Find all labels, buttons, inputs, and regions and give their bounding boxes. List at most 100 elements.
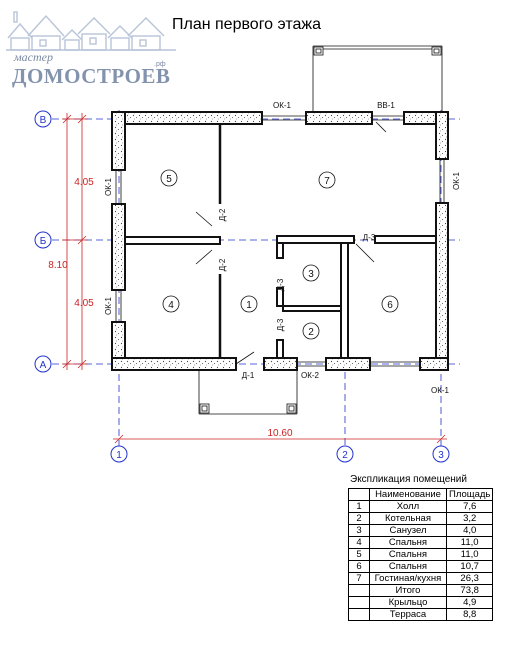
table-cell: Терраса xyxy=(369,608,447,621)
explication-header-cell: Площадь xyxy=(445,488,494,501)
logo-top-text: мастер xyxy=(14,50,53,64)
label-d1: Д-1 xyxy=(242,371,255,380)
axis-label-v: В xyxy=(40,115,47,126)
porch xyxy=(198,369,298,415)
room-marker-7 xyxy=(318,171,336,189)
windows xyxy=(115,115,445,367)
dim-total-width: 10.60 xyxy=(267,428,292,439)
table-cell: 11,0 xyxy=(445,548,494,561)
terrace xyxy=(312,45,443,113)
room-number-4: 4 xyxy=(168,300,174,311)
dim-segment-top: 4.05 xyxy=(74,177,94,188)
label-ok1-bottom: ОК-1 xyxy=(431,386,450,395)
wall-top-left xyxy=(111,111,263,125)
explication-header-cell xyxy=(348,488,370,501)
label-vv1: ВВ-1 xyxy=(377,101,395,110)
table-cell: 2 xyxy=(348,512,370,525)
table-cell: 7,6 xyxy=(445,500,494,513)
table-cell: 8,8 xyxy=(445,608,494,621)
label-d2-b: Д-2 xyxy=(218,258,227,271)
wall-top-middle xyxy=(305,111,373,125)
dim-segment-bottom: 4.05 xyxy=(74,298,94,309)
wall-bath-boiler xyxy=(282,305,342,312)
wall-left-of-6 xyxy=(340,242,349,359)
table-cell: 26,3 xyxy=(445,572,494,585)
axis-label-3: 3 xyxy=(438,450,444,461)
room-marker-2 xyxy=(302,322,320,340)
axis-label-1: 1 xyxy=(116,450,122,461)
table-cell: 11,0 xyxy=(445,536,494,549)
house-skyline-icon xyxy=(6,11,176,51)
table-cell: 1 xyxy=(348,500,370,513)
table-cell: 7 xyxy=(348,572,370,585)
table-cell-empty xyxy=(348,608,370,621)
label-d2-a: Д-2 xyxy=(218,208,227,221)
axis-marker-a: А xyxy=(34,355,52,373)
interior-walls xyxy=(124,235,437,359)
axis-label-a: А xyxy=(40,360,47,371)
label-ok1-top: ОК-1 xyxy=(273,101,292,110)
wall-bath-left-mid xyxy=(276,287,284,307)
table-cell: 4,9 xyxy=(445,596,494,609)
room-number-1: 1 xyxy=(246,300,252,311)
explication-header-cell: Наименование xyxy=(369,488,447,501)
table-cell-empty xyxy=(348,584,370,597)
wall-right-bottom xyxy=(435,202,449,371)
table-cell: 73,8 xyxy=(445,584,494,597)
wall-bath-left-bottom xyxy=(276,339,284,359)
axis-marker-1: 1 xyxy=(110,445,128,463)
room-marker-5 xyxy=(160,169,178,187)
label-d3-a: Д-3 xyxy=(276,278,285,291)
label-ok1-right: ОК-1 xyxy=(452,171,461,190)
table-cell: 10,7 xyxy=(445,560,494,573)
table-cell: 3,2 xyxy=(445,512,494,525)
room-number-5: 5 xyxy=(166,174,172,185)
wall-bottom-middle xyxy=(325,357,371,371)
room-marker-1 xyxy=(240,295,258,313)
room-number-6: 6 xyxy=(387,300,393,311)
label-d3-c: Д-3 xyxy=(363,233,376,242)
label-ok1-left-top: ОК-1 xyxy=(104,177,113,196)
axis-label-2: 2 xyxy=(342,450,348,461)
dimension-lines xyxy=(62,113,447,444)
table-cell: 4 xyxy=(348,536,370,549)
wall-bath-left-top xyxy=(276,242,284,259)
dim-total-depth: 8.10 xyxy=(48,260,68,271)
table-cell: Итого xyxy=(369,584,447,597)
room-marker-4 xyxy=(162,295,180,313)
table-cell: Холл xyxy=(369,500,447,513)
table-cell: Спальня xyxy=(369,548,447,561)
plan-title: План первого этажа xyxy=(172,16,321,33)
door-swings xyxy=(195,121,387,365)
table-cell: Гостиная/кухня xyxy=(369,572,447,585)
table-cell: Санузел xyxy=(369,524,447,537)
room-number-7: 7 xyxy=(324,176,330,187)
table-cell-empty xyxy=(348,596,370,609)
wall-bottom-right xyxy=(419,357,449,371)
table-cell: 5 xyxy=(348,548,370,561)
wall-bottom-left xyxy=(111,357,237,371)
room-marker-6 xyxy=(381,295,399,313)
wall-bottom-porch xyxy=(263,357,298,371)
explication-title: Экспликация помещений xyxy=(350,474,467,485)
label-ok1-left-bottom: ОК-1 xyxy=(104,296,113,315)
table-cell: Котельная xyxy=(369,512,447,525)
logo-main-text: ДОМОСТРОЕВ xyxy=(12,64,171,88)
logo-suffix: .рф xyxy=(154,61,166,68)
room-marker-3 xyxy=(302,264,320,282)
table-cell: 3 xyxy=(348,524,370,537)
logo: мастер ДОМОСТРОЕВ .рф xyxy=(6,8,176,88)
axis-markers: В Б А 1 2 3 xyxy=(34,110,450,463)
table-cell: Спальня xyxy=(369,536,447,549)
room-numbers: 5 7 4 1 3 2 6 xyxy=(166,174,393,338)
